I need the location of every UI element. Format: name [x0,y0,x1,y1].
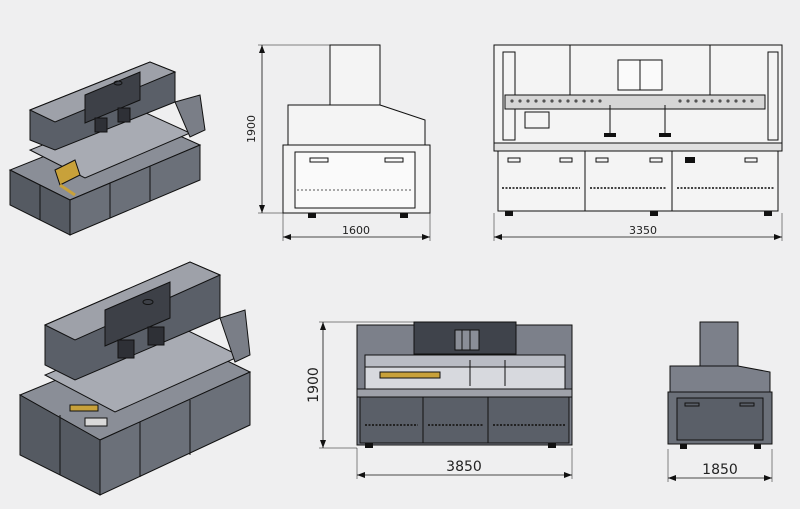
front-view-top [493,44,783,241]
dimension-label-height-top: 1900 [245,115,258,143]
isometric-view-bottom [18,261,252,496]
side-view-bottom [667,321,773,482]
dimension-label-width-side-bottom: 1850 [702,462,738,478]
vent-dots-top-row [510,99,754,103]
dimension-label-width-side-top: 1600 [342,224,370,237]
dimension-label-height-bottom: 1900 [306,367,322,403]
front-view-bottom [319,321,573,479]
side-view-top [258,44,431,241]
dimension-label-width-front-bottom: 3850 [446,459,482,475]
isometric-view-top [8,61,206,236]
dimension-label-width-front-top: 3350 [629,224,657,237]
